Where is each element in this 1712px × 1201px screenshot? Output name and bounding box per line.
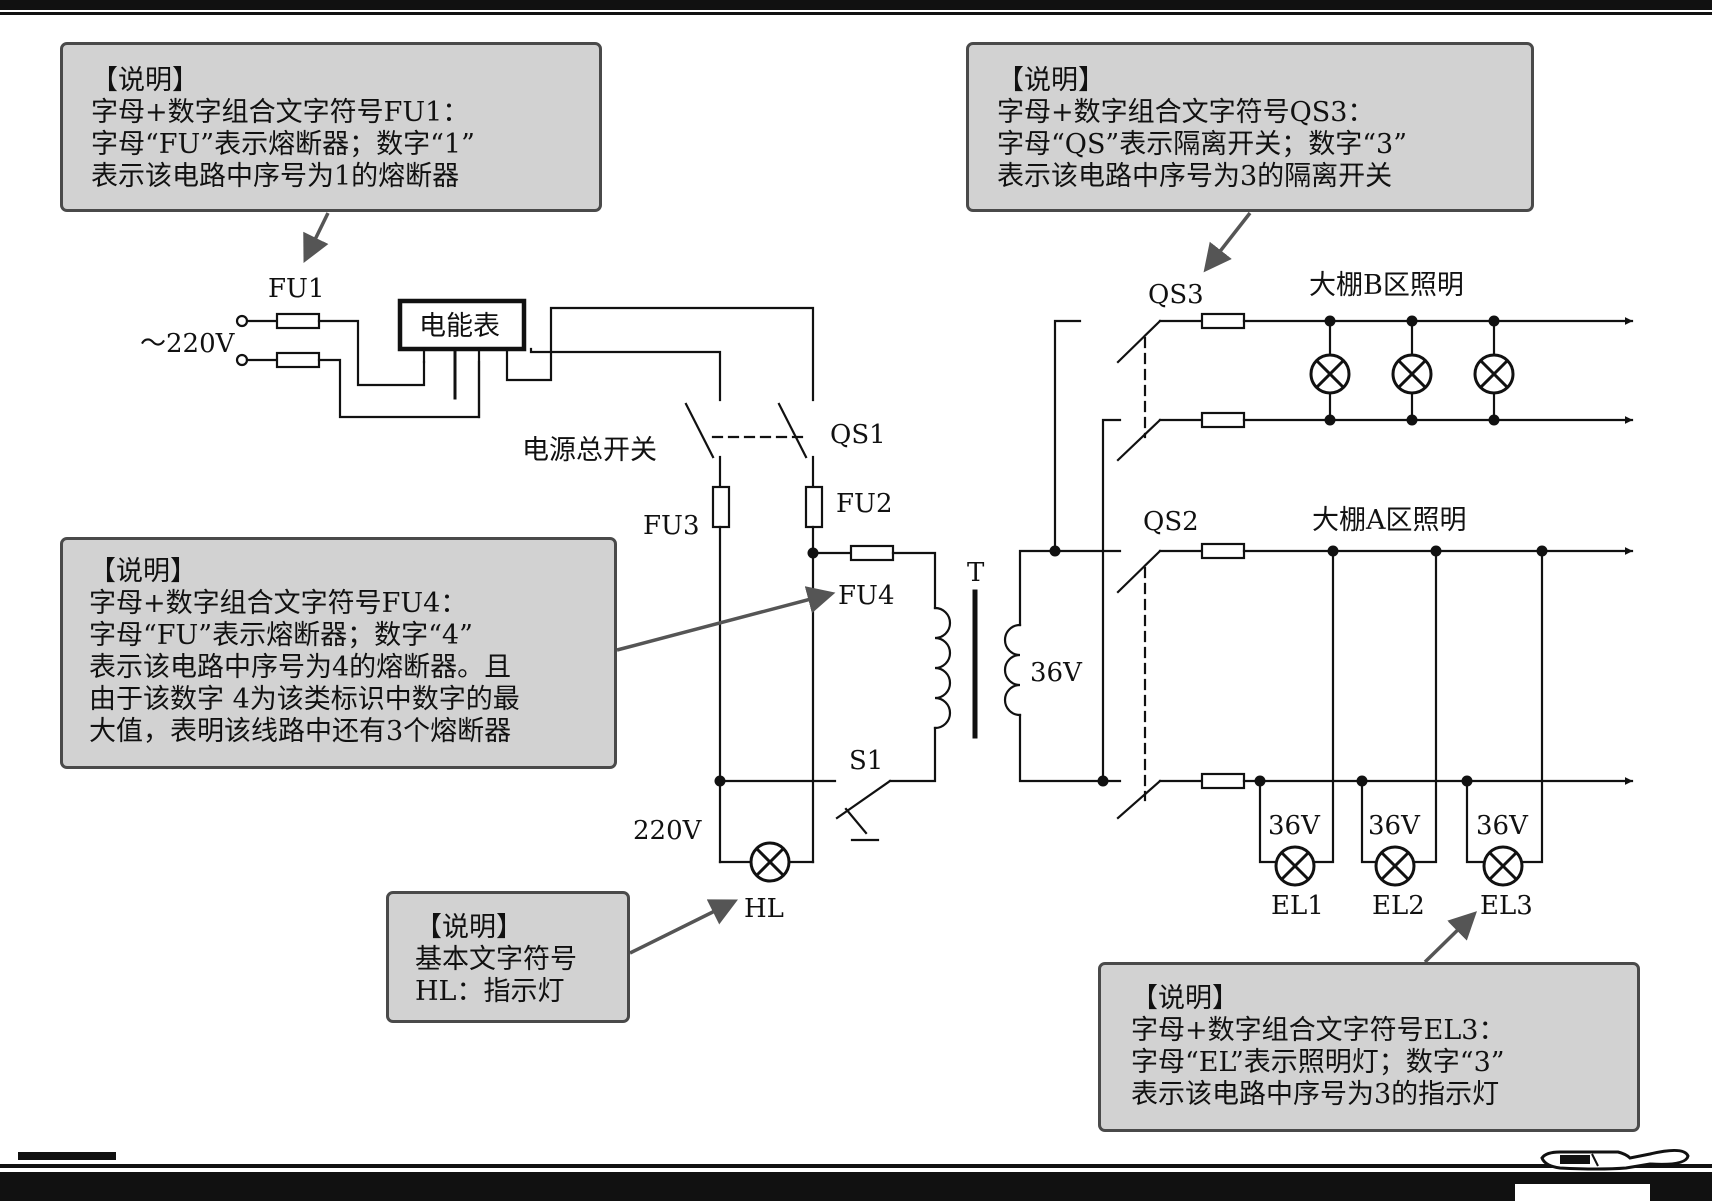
circuit-wires [235,298,1634,864]
transformer-primary [933,606,952,730]
note-fu1: 【说明】 字母+数字组合文字符号FU1： 字母“FU”表示熔断器；数字“1” 表… [60,42,602,212]
switch-qs3-upper [1116,319,1162,364]
pointer-arrow-hl [629,899,739,955]
lamp-el3-icon [1482,845,1524,887]
note-hl-line: 基本文字符号 [415,944,577,975]
label-qs3: QS3 [1148,280,1204,310]
pointer-arrows [303,211,1478,964]
switch-main-right [777,402,808,459]
fuse-qs3-lower [1200,411,1246,429]
pointer-arrow-qs3 [1203,211,1252,273]
transformer-secondary [1003,623,1022,717]
switch-qs2-lower [1116,779,1162,820]
fuse-supply-n [275,351,321,369]
label-qs1: QS1 [830,420,886,450]
fuse-qs2-lower [1200,772,1246,790]
label-fu1: FU1 [268,274,325,304]
note-el3-line: 表示该电路中序号为3的指示灯 [1131,1079,1500,1110]
label-el2-voltage: 36V [1368,811,1421,841]
note-fu1-line: 字母“FU”表示熔断器；数字“1” [91,129,475,160]
note-el3-line: 字母+数字组合文字符号EL3： [1131,1015,1506,1046]
note-el3-line: 字母“EL”表示照明灯；数字“3” [1131,1047,1505,1078]
lamp-b2-icon [1391,353,1433,395]
lamp-b1-icon [1309,353,1351,395]
label-hl: HL [744,894,784,924]
junction-dots [714,315,1548,787]
note-fu4-line: 表示该电路中序号为4的熔断器。且 [89,652,512,683]
label-el1: EL1 [1271,891,1324,921]
label-fu4: FU4 [838,581,895,611]
note-qs3-header: 【说明】 [997,65,1105,96]
note-fu4-header: 【说明】 [89,556,197,587]
note-el3: 【说明】 字母+数字组合文字符号EL3： 字母“EL”表示照明灯；数字“3” 表… [1098,962,1640,1132]
circuit-labels: FU1 ～220V 电能表 电源总开关 QS1 FU3 FU2 FU4 T 36… [140,270,1533,924]
switch-qs2-upper [1116,549,1162,594]
note-fu4-line: 字母“FU”表示熔断器；数字“4” [89,620,473,651]
label-220v: 220V [633,816,703,846]
note-fu1-line: 字母+数字组合文字符号FU1： [91,97,470,128]
note-fu1-line: 表示该电路中序号为1的熔断器 [91,161,460,192]
pointer-arrow-fu1 [303,212,330,264]
label-fu2: FU2 [836,489,893,519]
label-qs2: QS2 [1143,507,1199,537]
note-hl-line: HL：指示灯 [415,976,565,1007]
label-t: T [967,558,985,588]
fuse-fu2 [804,485,824,529]
note-hl-header: 【说明】 [415,912,523,943]
label-el3: EL3 [1480,891,1533,921]
label-el3-voltage: 36V [1476,811,1529,841]
note-fu4-line: 大值，表明该线路中还有3个熔断器 [89,716,512,747]
fuse-fu3 [711,485,731,529]
label-el2: EL2 [1372,891,1425,921]
energy-meter [397,298,527,352]
label-fu3: FU3 [643,511,700,541]
lamp-el1-icon [1274,845,1316,887]
fuse-fu4 [849,544,895,562]
note-fu1-header: 【说明】 [91,65,199,96]
label-el1-voltage: 36V [1268,811,1321,841]
note-el3-header: 【说明】 [1131,983,1239,1014]
pointer-arrow-fu4 [616,586,836,652]
label-zone-b: 大棚B区照明 [1309,270,1464,301]
label-supply: ～220V [140,329,236,359]
label-36v-secondary: 36V [1030,658,1083,688]
fuse-fu1 [275,312,321,330]
switch-s1 [835,779,892,820]
note-qs3: 【说明】 字母+数字组合文字符号QS3： 字母“QS”表示隔离开关；数字“3” … [966,42,1534,212]
lamp-icon [749,353,1524,887]
lamp-b3-icon [1473,353,1515,395]
pointer-arrow-el3 [1423,911,1478,964]
note-hl: 【说明】 基本文字符号 HL：指示灯 [386,891,630,1023]
label-zone-a: 大棚A区照明 [1312,505,1467,536]
note-fu4-line: 字母+数字组合文字符号FU4： [89,588,468,619]
note-qs3-line: 表示该电路中序号为3的隔离开关 [997,161,1393,192]
switch-qs3-lower [1116,418,1162,462]
label-meter: 电能表 [419,311,500,342]
label-main-switch: 电源总开关 [522,435,657,466]
fuse-qs3-upper [1200,312,1246,330]
note-fu4: 【说明】 字母+数字组合文字符号FU4： 字母“FU”表示熔断器；数字“4” 表… [60,537,617,769]
pen-graphic [1540,1149,1690,1171]
switch-main-left [684,402,715,459]
lamp-el2-icon [1374,845,1416,887]
lamp-hl-icon [749,841,791,883]
note-fu4-line: 由于该数字 4为该类标识中数字的最 [89,684,520,715]
note-qs3-line: 字母“QS”表示隔离开关；数字“3” [997,129,1408,160]
note-qs3-line: 字母+数字组合文字符号QS3： [997,97,1375,128]
fuse-qs2-upper [1200,542,1246,560]
label-s1: S1 [849,746,883,776]
